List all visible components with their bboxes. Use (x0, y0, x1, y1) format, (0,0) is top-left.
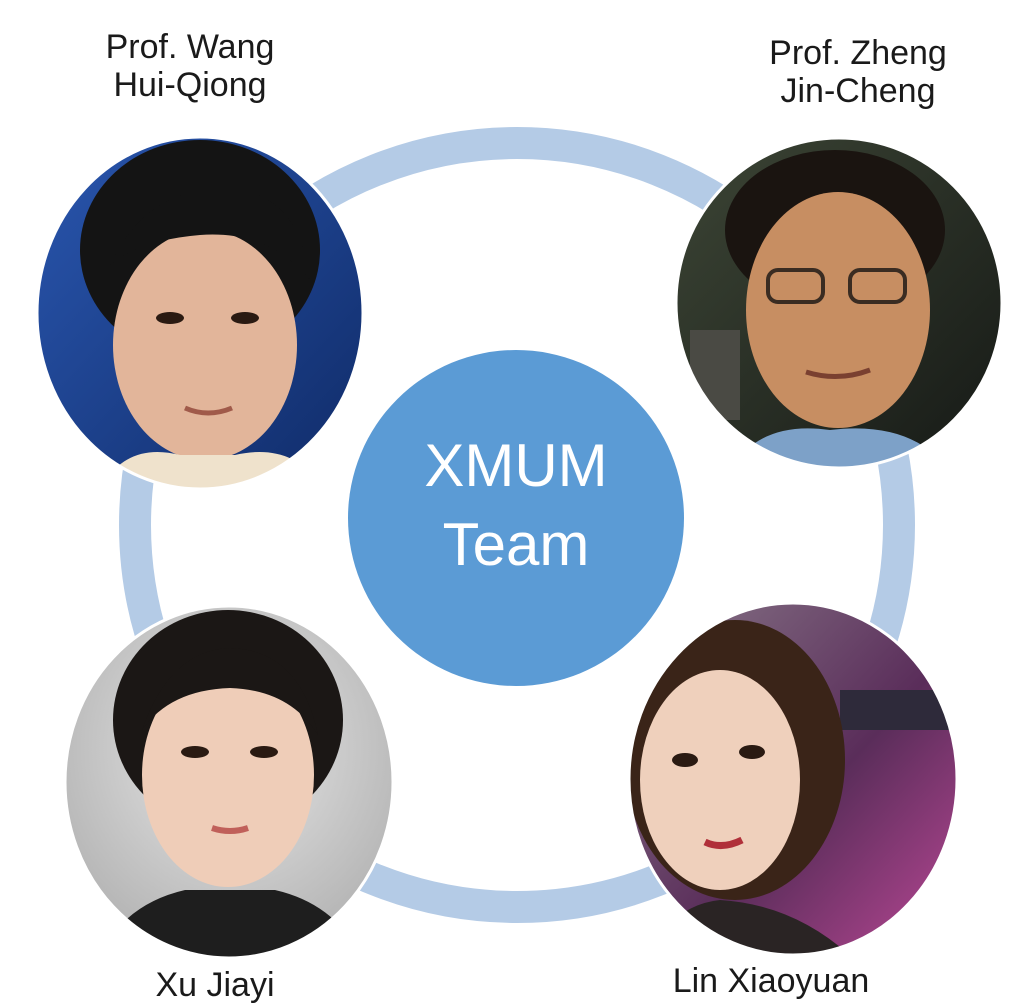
center-title-line-2: Team (443, 511, 590, 578)
portrait-frame-zheng (674, 136, 1004, 470)
center-title-line-1: XMUM (424, 432, 607, 499)
member-name-xu: Xu Jiayi (100, 966, 330, 1004)
member-name-xu-line-1: Xu Jiayi (155, 966, 275, 1004)
member-name-wang: Prof. Wang Hui-Qiong (70, 28, 310, 104)
member-name-lin: Lin Xiaoyuan (636, 962, 906, 1000)
portrait-xu (65, 606, 393, 958)
portrait-frame-lin (627, 601, 959, 957)
member-name-zheng-line-1: Prof. Zheng (769, 34, 947, 72)
member-name-wang-line-2: Hui-Qiong (113, 66, 267, 104)
member-name-zheng-line-2: Jin-Cheng (780, 72, 936, 110)
connecting-ring (119, 127, 915, 923)
portrait-frame-xu (63, 604, 395, 960)
portrait-lin (629, 603, 957, 955)
member-name-zheng: Prof. Zheng Jin-Cheng (738, 34, 978, 110)
portrait-zheng (676, 138, 1002, 468)
portrait-frame-wang (35, 135, 365, 491)
center-node (348, 350, 684, 686)
member-name-wang-line-1: Prof. Wang (105, 28, 275, 66)
member-name-lin-line-1: Lin Xiaoyuan (672, 962, 870, 1000)
portrait-wang (37, 137, 363, 489)
